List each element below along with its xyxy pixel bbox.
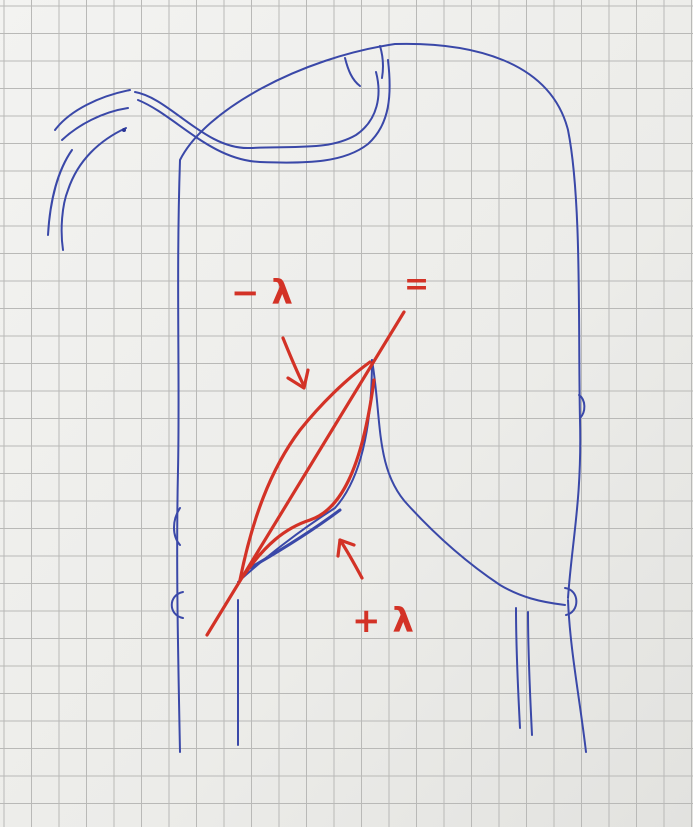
plus-lambda-label: + λ: [352, 601, 414, 641]
minus-lambda-label: − λ: [231, 273, 293, 313]
equals-label: =: [404, 267, 429, 302]
left-tube-end-dot: [122, 128, 126, 132]
